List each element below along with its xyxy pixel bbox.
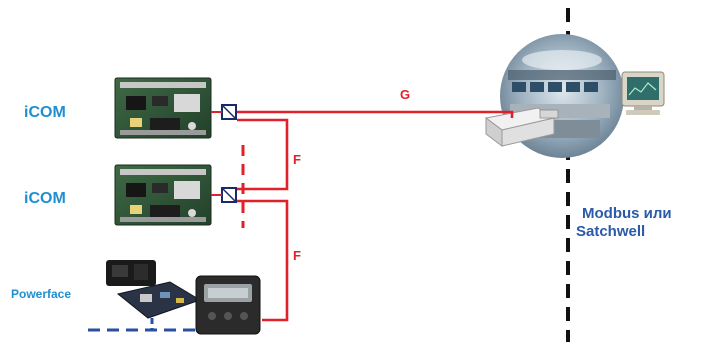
monitor-icon (622, 72, 664, 115)
powerface-label: Powerface (11, 287, 71, 301)
powerface-bus (88, 318, 196, 330)
connector-bottom-icon (211, 188, 236, 202)
icom-top-label: iCOM (24, 104, 66, 122)
icom-top-board (115, 78, 211, 138)
powerface-panel-icon (106, 260, 200, 318)
icom-bottom-label: iCOM (24, 190, 66, 208)
link-f-upper-label: F (293, 152, 301, 167)
link-f-lower-label: F (293, 248, 301, 263)
display-controller-icon (196, 276, 260, 334)
protocol-label-line1: Modbus или (582, 205, 672, 223)
link-g-label: G (400, 87, 410, 102)
link-g-wire (237, 112, 512, 118)
wiring (237, 112, 512, 320)
icom-bottom-board (115, 165, 211, 225)
connector-top-icon (211, 105, 236, 119)
protocol-label-line2: Satchwell (576, 223, 645, 241)
